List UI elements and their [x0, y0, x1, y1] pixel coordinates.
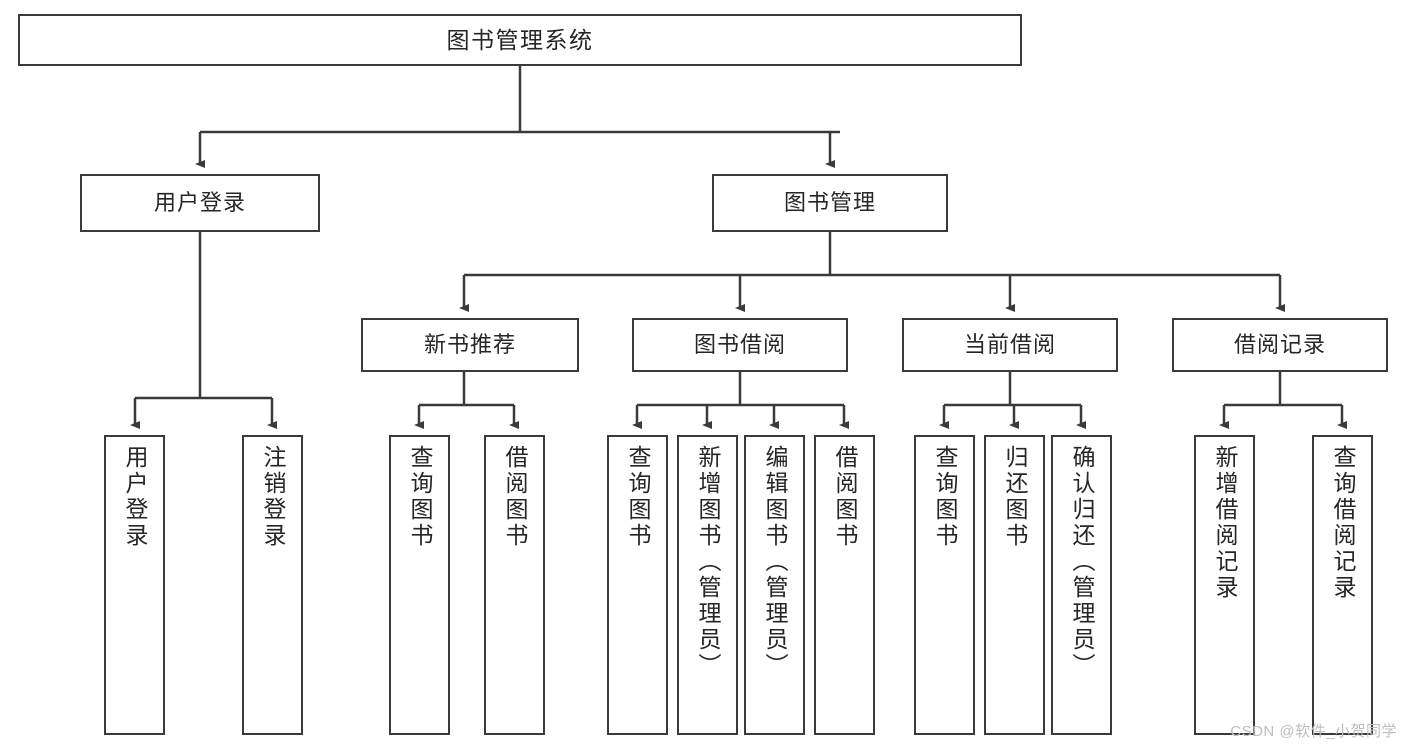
leaf-node-edit-book-admin[interactable]: 编辑图书（管理员） — [744, 435, 805, 735]
leaf-node-borrow-book[interactable]: 借阅图书 — [814, 435, 875, 735]
leaf-node-query-borrow-record[interactable]: 查询借阅记录 — [1312, 435, 1373, 735]
node-label: 查询借阅记录 — [1330, 445, 1356, 601]
node-label: 新增图书（管理员） — [695, 445, 721, 679]
leaf-node-query-book-recommend[interactable]: 查询图书 — [389, 435, 450, 735]
leaf-node-query-book-current[interactable]: 查询图书 — [914, 435, 975, 735]
node-current-borrow[interactable]: 当前借阅 — [902, 318, 1118, 372]
node-label: 用户登录 — [153, 189, 246, 215]
node-root-system[interactable]: 图书管理系统 — [18, 14, 1022, 66]
leaf-node-user-login[interactable]: 用户登录 — [104, 435, 165, 735]
leaf-node-return-book[interactable]: 归还图书 — [984, 435, 1045, 735]
node-label: 编辑图书（管理员） — [762, 445, 788, 679]
node-label: 查询图书 — [625, 445, 651, 549]
node-label: 归还图书 — [1002, 445, 1028, 549]
leaf-node-borrow-book-recommend[interactable]: 借阅图书 — [484, 435, 545, 735]
node-label: 当前借阅 — [963, 331, 1056, 357]
node-label: 借阅图书 — [502, 445, 528, 549]
node-user-login[interactable]: 用户登录 — [80, 174, 320, 232]
watermark: CSDN @软件_小贺同学 — [1230, 723, 1397, 740]
node-label: 图书管理系统 — [446, 26, 594, 53]
leaf-node-add-book-admin[interactable]: 新增图书（管理员） — [677, 435, 738, 735]
node-label: 新书推荐 — [423, 331, 516, 357]
node-label: 注销登录 — [260, 445, 286, 549]
node-label: 确认归还（管理员） — [1069, 445, 1095, 679]
node-borrow-record[interactable]: 借阅记录 — [1172, 318, 1388, 372]
node-label: 新增借阅记录 — [1212, 445, 1238, 601]
node-book-borrow[interactable]: 图书借阅 — [632, 318, 848, 372]
leaf-node-add-borrow-record[interactable]: 新增借阅记录 — [1194, 435, 1255, 735]
leaf-node-query-book-borrow[interactable]: 查询图书 — [607, 435, 668, 735]
leaf-node-confirm-return-admin[interactable]: 确认归还（管理员） — [1051, 435, 1112, 735]
node-book-manage[interactable]: 图书管理 — [712, 174, 948, 232]
node-new-book-recommend[interactable]: 新书推荐 — [361, 318, 579, 372]
node-label: 借阅记录 — [1233, 331, 1326, 357]
leaf-node-logout[interactable]: 注销登录 — [242, 435, 303, 735]
node-label: 借阅图书 — [832, 445, 858, 549]
node-label: 图书借阅 — [693, 331, 786, 357]
node-label: 用户登录 — [122, 445, 148, 549]
node-label: 查询图书 — [407, 445, 433, 549]
node-label: 图书管理 — [783, 189, 876, 215]
node-label: 查询图书 — [932, 445, 958, 549]
